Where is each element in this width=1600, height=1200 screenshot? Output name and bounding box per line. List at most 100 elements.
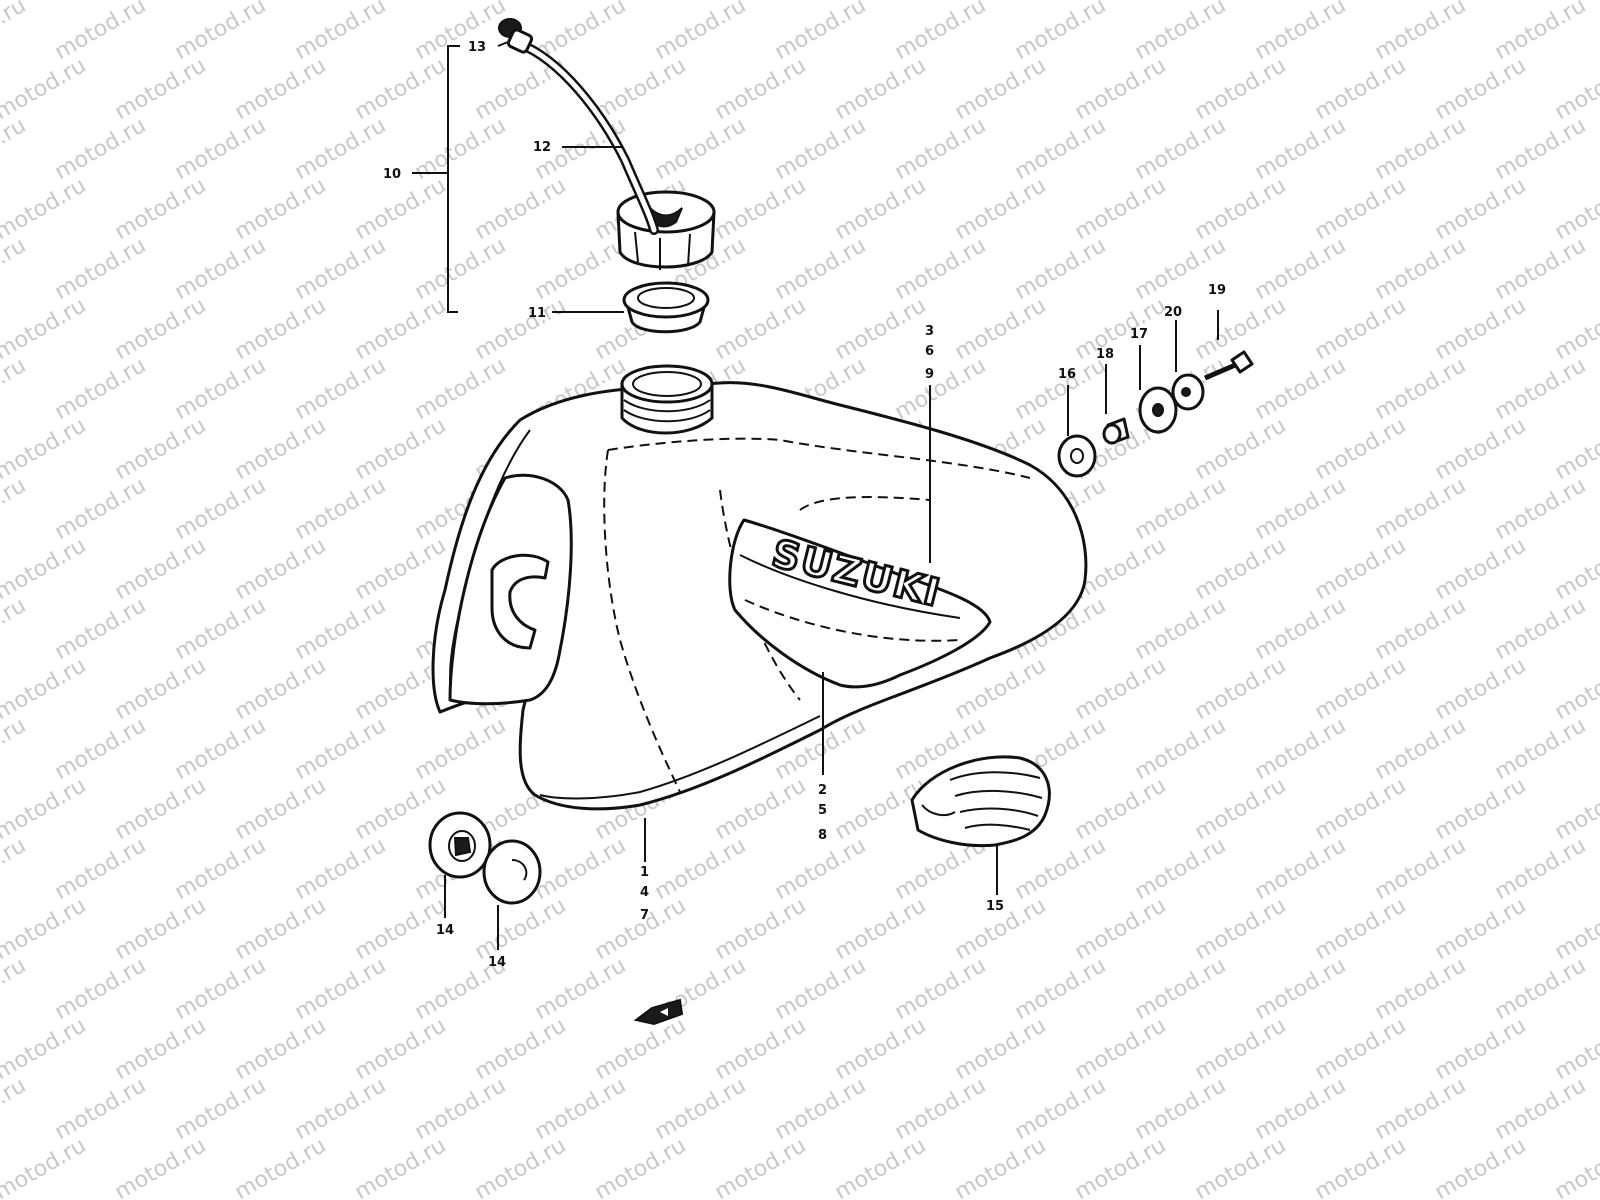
watermark-text: motod.ru	[291, 713, 391, 785]
watermark-text: motod.ru	[1071, 1133, 1171, 1200]
watermark-text: motod.ru	[291, 113, 391, 185]
watermark-text: motod.ru	[0, 1073, 30, 1145]
fuel-tank-body	[431, 381, 1088, 811]
watermark-text: motod.ru	[1251, 713, 1351, 785]
watermark-text: motod.ru	[51, 953, 151, 1025]
watermark-text: motod.ru	[0, 0, 30, 65]
watermark-text: motod.ru	[111, 893, 211, 965]
washer-17	[1138, 386, 1178, 434]
watermark-text: motod.ru	[111, 173, 211, 245]
watermark-text: motod.ru	[171, 353, 271, 425]
watermark-text: motod.ru	[1371, 713, 1471, 785]
watermark-text: motod.ru	[591, 53, 691, 125]
watermark-text: motod.ru	[951, 1013, 1051, 1085]
watermark-text: motod.ru	[411, 1073, 511, 1145]
watermark-text: motod.ru	[411, 233, 511, 305]
watermark-text: motod.ru	[1371, 1073, 1471, 1145]
watermark-text: motod.ru	[111, 1133, 211, 1200]
watermark-text: motod.ru	[291, 353, 391, 425]
watermark-text: motod.ru	[351, 1013, 451, 1085]
watermark-text: motod.ru	[1491, 233, 1591, 305]
watermark-text: motod.ru	[471, 1013, 571, 1085]
callout-14-right: 14	[488, 955, 506, 970]
watermark-text: motod.ru	[171, 953, 271, 1025]
callout-7: 7	[640, 908, 649, 923]
watermark-text: motod.ru	[1191, 413, 1291, 485]
watermark-text: motod.ru	[1251, 953, 1351, 1025]
watermark-text: motod.ru	[1071, 1013, 1171, 1085]
watermark-text: motod.ru	[411, 113, 511, 185]
watermark-text: motod.ru	[291, 1073, 391, 1145]
watermark-text: motod.ru	[1431, 533, 1531, 605]
watermark-text: motod.ru	[1371, 353, 1471, 425]
watermark-text: motod.ru	[1431, 1013, 1531, 1085]
watermark-text: motod.ru	[0, 953, 30, 1025]
watermark-text: motod.ru	[1431, 53, 1531, 125]
watermark-text: motod.ru	[1131, 953, 1231, 1025]
watermark-text: motod.ru	[0, 293, 90, 365]
watermark-text: motod.ru	[1251, 833, 1351, 905]
callout-10: 10	[383, 167, 401, 182]
watermark-text: motod.ru	[291, 953, 391, 1025]
front-direction-arrow-icon	[633, 998, 684, 1026]
watermark-text: motod.ru	[291, 593, 391, 665]
watermark-text: motod.ru	[1311, 533, 1411, 605]
watermark-text: motod.ru	[0, 1133, 90, 1200]
watermark-text: motod.ru	[1311, 413, 1411, 485]
watermark-text: motod.ru	[891, 1073, 991, 1145]
watermark-text: motod.ru	[351, 533, 451, 605]
watermark-text: motod.ru	[51, 353, 151, 425]
watermark-text: motod.ru	[0, 53, 90, 125]
watermark-text: motod.ru	[471, 1133, 571, 1200]
watermark-text: motod.ru	[1131, 593, 1231, 665]
washer-20	[1171, 373, 1205, 411]
watermark-text: motod.ru	[1431, 413, 1531, 485]
watermark-text: motod.ru	[1251, 353, 1351, 425]
watermark-text: motod.ru	[1131, 113, 1231, 185]
watermark-text: motod.ru	[411, 713, 511, 785]
watermark-text: motod.ru	[1071, 293, 1171, 365]
watermark-text: motod.ru	[1491, 953, 1591, 1025]
watermark-text: motod.ru	[1071, 893, 1171, 965]
watermark-text: motod.ru	[0, 893, 90, 965]
watermark-text: motod.ru	[831, 173, 931, 245]
callout-1: 1	[640, 865, 649, 880]
watermark-text: motod.ru	[711, 1133, 811, 1200]
watermark-text: motod.ru	[231, 533, 331, 605]
watermark-text: motod.ru	[171, 233, 271, 305]
watermark-text: motod.ru	[111, 1013, 211, 1085]
watermark-text: motod.ru	[1251, 1073, 1351, 1145]
watermark-text: motod.ru	[831, 1013, 931, 1085]
watermark-text: motod.ru	[231, 1133, 331, 1200]
callout-5: 5	[818, 803, 827, 818]
watermark-text: motod.ru	[51, 473, 151, 545]
watermark-text: motod.ru	[171, 713, 271, 785]
watermark-text: motod.ru	[771, 953, 871, 1025]
hose-clip-13	[498, 18, 534, 54]
watermark-text: motod.ru	[831, 893, 931, 965]
watermark-text: motod.ru	[231, 293, 331, 365]
watermark-text: motod.ru	[111, 533, 211, 605]
watermark-text: motod.ru	[771, 833, 871, 905]
callout-16: 16	[1058, 367, 1076, 382]
watermark-text: motod.ru	[1191, 773, 1291, 845]
watermark-text: motod.ru	[0, 413, 90, 485]
watermark-text: motod.ru	[1371, 833, 1471, 905]
watermark-text: motod.ru	[1071, 173, 1171, 245]
callout-labels: 13 12 10 11 3 6 9 16 18 17 20 19 2 5 8 1…	[383, 40, 1226, 970]
watermark-text: motod.ru	[1191, 1133, 1291, 1200]
watermark-text: motod.ru	[951, 53, 1051, 125]
watermark-text: motod.ru	[1311, 1013, 1411, 1085]
callout-19: 19	[1208, 283, 1226, 298]
watermark-text: motod.ru	[231, 413, 331, 485]
collar-18	[1102, 417, 1130, 445]
watermark-text: motod.ru	[0, 173, 90, 245]
tank-cushion-14b	[482, 839, 542, 905]
bolt-19	[1204, 350, 1254, 381]
callout-12: 12	[533, 140, 551, 155]
watermark-text: motod.ru	[171, 0, 271, 65]
watermark-text: motod.ru	[0, 593, 30, 665]
watermark-text: motod.ru	[591, 893, 691, 965]
watermark-text: motod.ru	[1431, 1133, 1531, 1200]
